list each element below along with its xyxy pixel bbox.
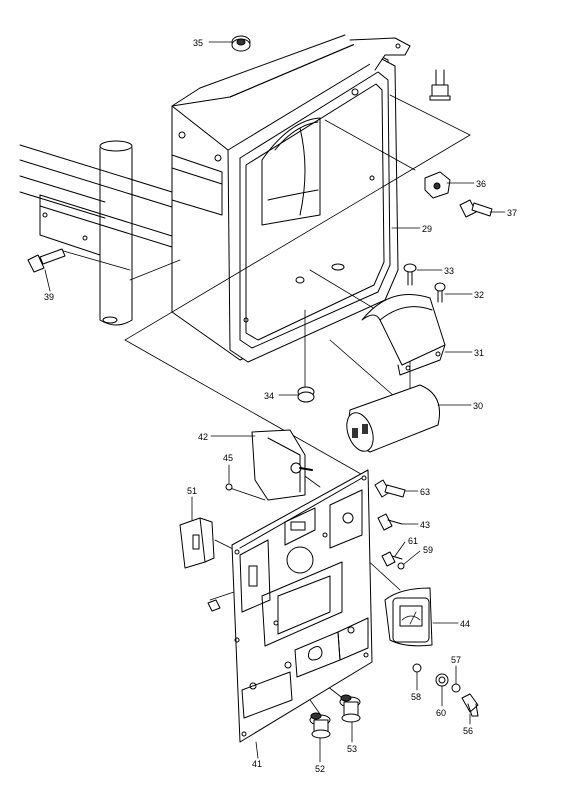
control-box [171, 34, 411, 363]
meter-44 [384, 587, 433, 647]
leader-lines [44, 41, 506, 763]
screw-panel-left [207, 599, 221, 612]
callout-63: 63 [420, 487, 430, 497]
frame-rails [19, 144, 173, 256]
breaker-42 [251, 429, 313, 501]
nut-60 [435, 673, 449, 687]
screw-37 [459, 199, 493, 218]
grommet-35 [231, 35, 251, 52]
callout-labels: 35 36 37 29 39 33 32 31 34 30 42 45 63 5… [44, 38, 517, 774]
switch-51 [179, 517, 215, 569]
callout-34: 34 [264, 391, 274, 401]
callout-60: 60 [436, 708, 446, 718]
callout-53: 53 [347, 744, 357, 754]
capacitor-30 [346, 384, 440, 453]
callout-35: 35 [193, 38, 203, 48]
wing-nut-56 [461, 693, 479, 717]
callout-37: 37 [507, 208, 517, 218]
callout-59: 59 [423, 545, 433, 555]
callout-39: 39 [44, 292, 54, 302]
clamp-31 [361, 294, 446, 376]
bolt-top-right [429, 69, 451, 101]
callout-43: 43 [420, 520, 430, 530]
grommet-34 [297, 386, 315, 403]
callout-51: 51 [187, 486, 197, 496]
screw-61 [381, 551, 403, 567]
callout-42: 42 [198, 432, 208, 442]
callout-57: 57 [451, 655, 461, 665]
screw-33 [403, 263, 417, 286]
terminal-53 [339, 694, 361, 723]
terminal-52 [309, 712, 331, 739]
callout-52: 52 [315, 764, 325, 774]
callout-36: 36 [476, 179, 486, 189]
bolt-39 [27, 248, 66, 273]
callout-33: 33 [444, 266, 454, 276]
washer-59 [397, 562, 405, 570]
callout-44: 44 [460, 619, 470, 629]
screw-32 [434, 282, 446, 303]
callout-56: 56 [463, 726, 473, 736]
callout-30: 30 [473, 401, 483, 411]
screw-63 [374, 479, 406, 498]
callout-41: 41 [252, 759, 262, 769]
callout-58: 58 [411, 692, 421, 702]
nut-45 [225, 483, 233, 491]
front-panel [231, 469, 373, 743]
washer-58 [412, 663, 422, 673]
washer-57 [451, 683, 461, 693]
callout-31: 31 [474, 348, 484, 358]
callout-32: 32 [474, 290, 484, 300]
callout-61: 61 [408, 536, 418, 546]
callout-29: 29 [422, 224, 432, 234]
clip-36 [424, 171, 451, 199]
callout-45: 45 [223, 453, 233, 463]
frame-tube [99, 140, 133, 326]
screw-43 [377, 513, 403, 531]
